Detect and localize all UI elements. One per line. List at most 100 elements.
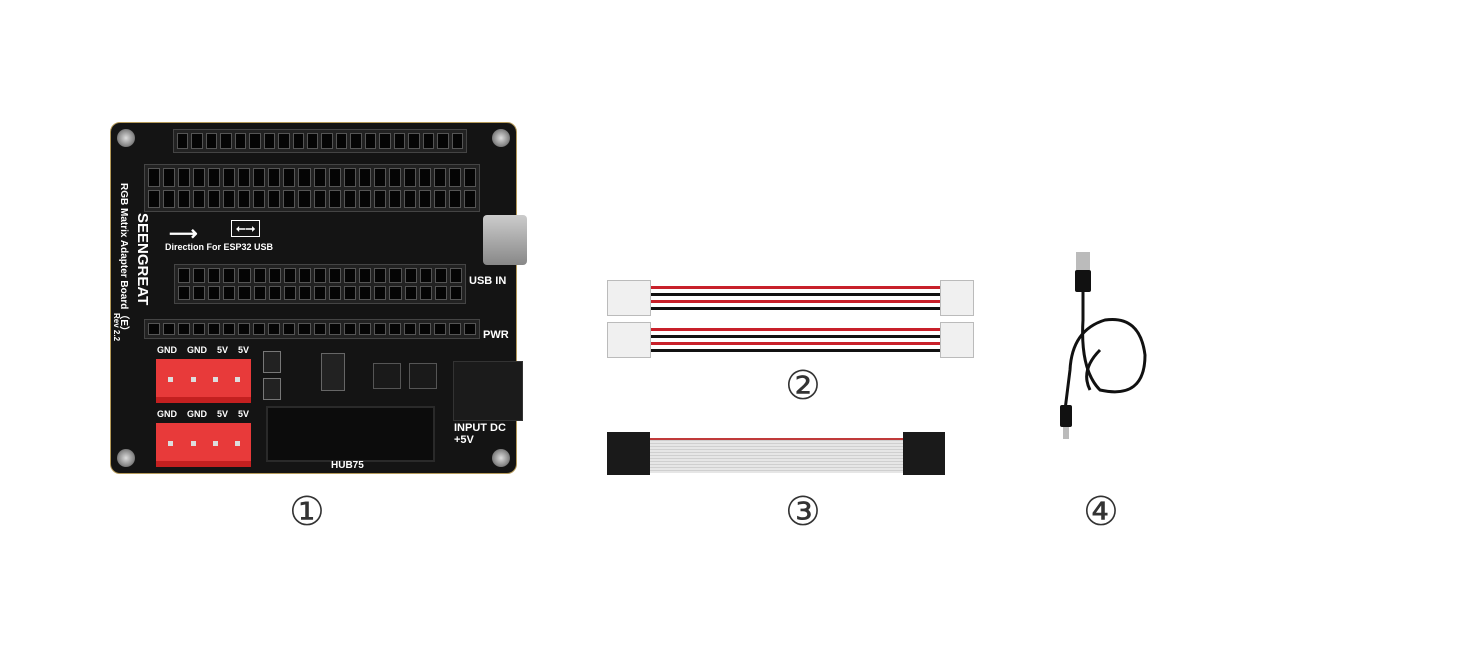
pin-header: [144, 164, 480, 212]
input-voltage-label: +5V: [454, 434, 474, 446]
pin-socket: [449, 268, 462, 283]
pin-socket: [404, 268, 417, 283]
pin-socket: [238, 323, 251, 335]
pin-socket: [422, 133, 435, 149]
pin-socket: [268, 323, 281, 335]
pin-socket: [328, 323, 341, 335]
pin-socket: [313, 168, 326, 187]
pin-socket: [238, 168, 251, 187]
jst-connector: [940, 322, 974, 358]
pin-socket: [178, 323, 191, 335]
fuse: [263, 351, 281, 373]
pin-socket: [163, 168, 176, 187]
pin-label: 5V: [237, 345, 249, 355]
pin-label: 5V: [216, 409, 228, 419]
pin-socket: [148, 189, 161, 208]
input-dc-label: INPUT DC: [454, 422, 506, 434]
pin-socket: [313, 268, 327, 283]
power-connector: [156, 423, 251, 467]
pin-socket: [418, 189, 431, 208]
usb-cable: [1060, 252, 1147, 439]
screw: [492, 129, 510, 147]
usb-in-label: USB IN: [469, 275, 507, 287]
direction-label: Direction For ESP32 USB: [165, 242, 274, 252]
pin-socket: [408, 133, 420, 149]
pin-socket: [418, 168, 431, 187]
pin-socket: [433, 189, 446, 208]
pin-socket: [373, 323, 386, 335]
pin-socket: [283, 268, 296, 283]
item-label-1: ①: [289, 489, 325, 535]
ic-chip: [409, 363, 437, 389]
usb-icon: ⭠⭢: [231, 220, 261, 237]
pin-socket: [313, 285, 327, 300]
pin-socket: [253, 268, 266, 283]
pin-socket: [389, 285, 402, 300]
pin-socket: [283, 168, 296, 187]
ribbon-connector: [607, 432, 650, 475]
pin-socket: [283, 189, 296, 208]
pin-socket: [350, 133, 362, 149]
pin-socket: [373, 168, 386, 187]
pin-socket: [307, 133, 319, 149]
pin-socket: [358, 189, 371, 208]
jst-connector: [940, 280, 974, 316]
pin-socket: [298, 189, 311, 208]
pin-socket: [208, 323, 221, 335]
pin-socket: [223, 268, 236, 283]
ic-chip: [373, 363, 401, 389]
hub75-connector: [266, 406, 435, 462]
wire: [650, 328, 942, 331]
pin-socket: [208, 168, 221, 187]
pin-socket: [313, 323, 326, 335]
pin-label: GND: [157, 409, 177, 419]
pin-label: GND: [186, 345, 207, 355]
pin-socket: [234, 133, 247, 149]
pin-socket: [238, 189, 251, 208]
usb-a-plug: [1076, 252, 1090, 270]
pin-socket: [298, 323, 311, 335]
pin-socket: [343, 189, 356, 208]
pin-socket: [148, 168, 161, 187]
pin-socket: [208, 268, 221, 283]
pin-socket: [193, 285, 206, 300]
pin-socket: [433, 168, 446, 187]
pin-socket: [178, 168, 191, 187]
pin-socket: [403, 189, 416, 208]
pin-socket: [223, 189, 236, 208]
pin-socket: [178, 285, 191, 300]
pin-socket: [283, 285, 296, 300]
pin-socket: [253, 189, 266, 208]
pin-label: 5V: [237, 409, 249, 419]
pin-socket: [223, 285, 236, 300]
pin-socket: [451, 133, 463, 149]
wire: [650, 300, 942, 303]
pin-socket: [191, 133, 203, 149]
pin-socket: [434, 285, 447, 300]
pin-socket: [374, 285, 387, 300]
pin-socket: [449, 285, 462, 300]
pin-socket: [298, 168, 311, 187]
arrow-right-icon: ⟶: [169, 223, 198, 245]
pin-socket: [448, 323, 461, 335]
pin-socket: [463, 189, 476, 208]
board-revision: Rev 2.2: [112, 313, 121, 342]
pin-socket: [374, 268, 387, 283]
pin-socket: [278, 133, 290, 149]
brand-logo: SEENGREAT: [134, 213, 151, 306]
regulator-chip: [321, 353, 345, 391]
pin-socket: [193, 189, 206, 208]
pin-socket: [177, 133, 189, 149]
wire: [650, 342, 942, 345]
usb-c-port: [483, 215, 527, 265]
power-connector: [156, 359, 251, 403]
dc-jack: [453, 361, 523, 421]
item-label-3: ③: [785, 489, 821, 535]
pin-socket: [388, 323, 401, 335]
ribbon-cable: [650, 438, 903, 473]
screw: [117, 129, 135, 147]
pin-socket: [205, 133, 218, 149]
pin-header: [173, 129, 467, 153]
pin-socket: [344, 285, 357, 300]
